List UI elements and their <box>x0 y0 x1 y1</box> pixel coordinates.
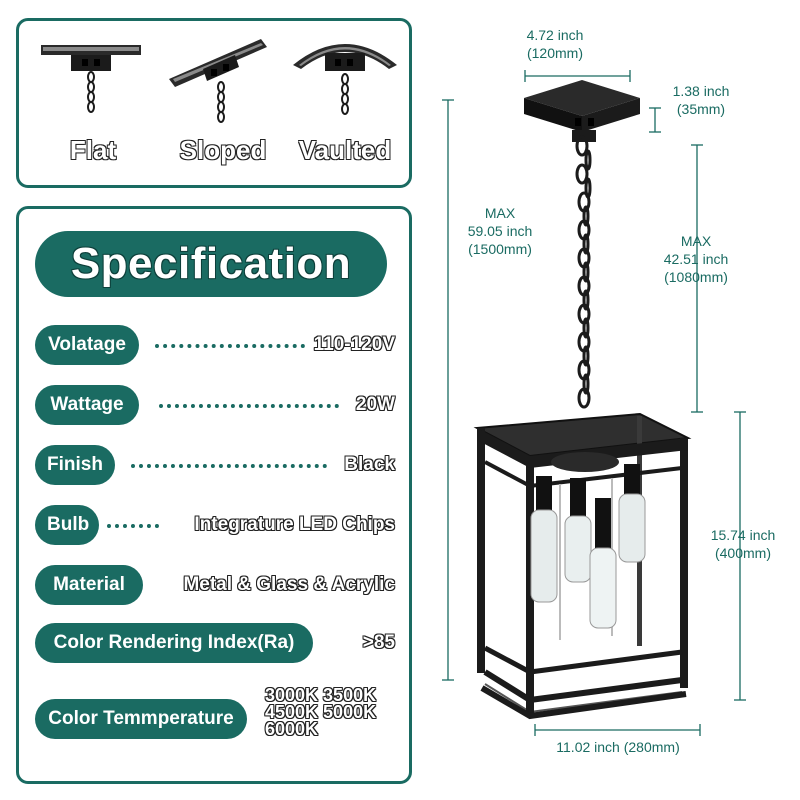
chain-link <box>582 289 590 311</box>
max-chain-length-dimension: MAX 42.51 inch (1080mm) <box>650 232 742 286</box>
bulb <box>564 478 592 583</box>
spec-row-bulb: Bulb Integrature LED Chips <box>35 505 395 545</box>
mount-label-vaulted: Vaulted <box>298 134 392 165</box>
spec-row-cri: Color Rendering Index(Ra) >85 <box>35 623 395 663</box>
dotted-leader <box>159 404 339 408</box>
chain-link <box>577 387 591 409</box>
canopy <box>524 80 640 142</box>
chain-link <box>575 135 589 157</box>
chain-link <box>584 177 592 199</box>
color-temp-line: 3000K 3500K <box>265 685 377 705</box>
color-temp-line: 6000K <box>265 719 319 739</box>
spec-value: Black <box>344 454 395 475</box>
dim-inch: 42.51 inch <box>663 251 729 267</box>
spec-value: 20W <box>355 394 395 415</box>
mount-label-flat: Flat <box>69 134 117 165</box>
dim-text: 11.02 inch (280mm) <box>556 739 680 755</box>
dotted-leader <box>131 464 327 468</box>
fixture-cage <box>473 412 692 720</box>
sloped-ceiling-mount-icon <box>169 39 267 123</box>
spec-row-material: Material Metal & Glass & Acrylic <box>35 565 395 605</box>
spec-label: Color Temmperature <box>35 699 247 739</box>
fixture-width-dimension: 11.02 inch (280mm) <box>536 738 700 756</box>
dim-inch: 1.38 inch <box>672 83 730 99</box>
chain-link <box>577 191 591 213</box>
chain-link <box>577 275 591 297</box>
chain-link <box>577 359 591 381</box>
spec-value-color-temperature: 3000K 3500K 4500K 5000K 6000K <box>265 685 377 739</box>
chain <box>575 135 592 409</box>
spec-value: 110-120V <box>313 334 395 355</box>
flat-ceiling-mount-icon <box>41 45 141 113</box>
dotted-leader <box>155 344 305 348</box>
mount-label-sloped: Sloped <box>179 134 267 165</box>
chain-link <box>577 303 591 325</box>
specification-title: Specification <box>35 231 387 297</box>
spec-label: Material <box>35 565 143 605</box>
dim-mm: (35mm) <box>676 101 726 117</box>
chain-link <box>575 163 589 185</box>
led-bulbs <box>530 464 646 629</box>
chain-link <box>582 373 590 395</box>
spec-label: Wattage <box>35 385 139 425</box>
color-temp-line: 4500K 5000K <box>265 702 377 722</box>
chain-link <box>582 205 590 227</box>
spec-value: Integrature LED Chips <box>194 514 395 535</box>
spec-row-finish: Finish Black <box>35 445 395 485</box>
chain-link <box>577 331 591 353</box>
bulb <box>589 498 617 629</box>
spec-label: Color Rendering Index(Ra) <box>35 623 313 663</box>
bulb <box>530 476 558 603</box>
bulb <box>618 464 646 563</box>
spec-label: Finish <box>35 445 115 485</box>
vaulted-ceiling-mount-icon <box>293 44 397 115</box>
chain-link <box>577 219 591 241</box>
dim-mm: (400mm) <box>714 545 771 561</box>
dim-mm: (1080mm) <box>664 269 728 285</box>
chain-link <box>582 233 590 255</box>
canopy-width-dimension: 4.72 inch (120mm) <box>512 26 598 62</box>
spec-row-color-temperature: Color Temmperature <box>35 699 395 739</box>
dim-prefix: MAX <box>680 233 712 249</box>
dim-inch: 59.05 inch <box>467 223 533 239</box>
mounting-options-panel: Flat Sloped Vaulted <box>16 18 412 188</box>
canopy-height-dimension: 1.38 inch (35mm) <box>664 82 738 118</box>
spec-label: Bulb <box>35 505 99 545</box>
specification-panel: Specification Volatage 110-120V Wattage … <box>16 206 412 784</box>
dim-inch: 4.72 inch <box>526 27 584 43</box>
spec-label: Volatage <box>35 325 139 365</box>
chain-link <box>584 149 592 171</box>
chain-link <box>582 261 590 283</box>
chain-link <box>582 317 590 339</box>
spec-row-voltage: Volatage 110-120V <box>35 325 395 365</box>
dim-mm: (1500mm) <box>468 241 532 257</box>
max-total-height-dimension: MAX 59.05 inch (1500mm) <box>454 204 546 258</box>
spec-value: >85 <box>362 632 395 653</box>
dim-inch: 15.74 inch <box>710 527 776 543</box>
chain-link <box>577 247 591 269</box>
spec-row-wattage: Wattage 20W <box>35 385 395 425</box>
spec-value: Metal & Glass & Acrylic <box>183 574 395 595</box>
chain-link <box>582 345 590 367</box>
dotted-leader <box>107 524 159 528</box>
fixture-height-dimension: 15.74 inch (400mm) <box>700 526 786 562</box>
dim-mm: (120mm) <box>526 45 583 61</box>
dimension-lines <box>442 70 746 736</box>
dim-prefix: MAX <box>484 205 516 221</box>
